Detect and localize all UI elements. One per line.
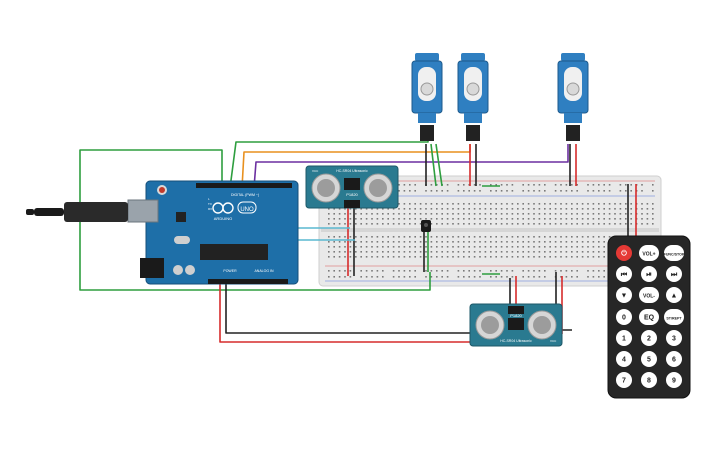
remote-button-16[interactable]: 4 <box>616 351 632 367</box>
remote-button-11[interactable]: EQ <box>639 309 659 325</box>
remote-button-8[interactable]: VOL- <box>639 287 659 303</box>
breadboard[interactable] <box>318 175 662 287</box>
arduino-brand-label: ARDUINO <box>214 216 232 221</box>
remote-button-17[interactable]: 5 <box>641 351 657 367</box>
remote-button-label: 6 <box>672 357 676 364</box>
remote-button-label: 1 <box>622 336 626 343</box>
remote-button-label: ⏯ <box>646 272 652 279</box>
remote-button-label: FUNC/STOP <box>664 253 685 257</box>
arduino-analog-label: ANALOG IN <box>254 269 274 273</box>
remote-button-7[interactable]: ▼ <box>616 287 632 303</box>
ultrasonic-sensor-bottom[interactable]: HC-SR04 Ultrasonic P1820 VCC <box>469 303 563 347</box>
remote-button-label: 3 <box>672 336 676 343</box>
ir-receiver[interactable] <box>421 220 431 232</box>
remote-button-label: EQ <box>644 315 655 322</box>
sensor-top-vcc: VCC <box>312 169 319 173</box>
ir-remote[interactable]: ⏻ VOL+ FUNC/STOP ⏮ ⏯ ⏭ ▼ VOL- ▲ 0 EQ ST/REPT 1 2 3 4 5 6 7… <box>607 235 691 399</box>
arduino-logo <box>212 201 257 214</box>
remote-button-12[interactable]: ST/REPT <box>664 309 684 325</box>
remote-button-label: VOL- <box>643 294 655 300</box>
sensor-bottom-part: P1820 <box>510 313 522 318</box>
arduino-tx-label: TX <box>208 202 212 206</box>
remote-button-label: ⏮ <box>621 272 628 279</box>
remote-button-label: 9 <box>672 378 676 385</box>
remote-button-label: ▼ <box>621 293 628 300</box>
remote-button-6[interactable]: ⏭ <box>666 266 682 282</box>
servo-motor-1[interactable] <box>411 53 443 141</box>
remote-button-15[interactable]: 3 <box>666 330 682 346</box>
arduino-model-label: UNO <box>240 207 254 213</box>
remote-button-3[interactable]: FUNC/STOP <box>664 245 685 261</box>
remote-button-5[interactable]: ⏯ <box>641 266 657 282</box>
remote-button-grid: ⏻ VOL+ FUNC/STOP ⏮ ⏯ ⏭ ▼ VOL- ▲ 0 EQ ST/REPT 1 2 3 4 5 6 7… <box>616 245 685 388</box>
sensor-bottom-vcc: VCC <box>550 339 557 343</box>
remote-button-10[interactable]: 0 <box>616 309 632 325</box>
remote-button-label: ▲ <box>671 293 678 300</box>
ultrasonic-sensor-top[interactable]: HC-SR04 Ultrasonic P1820 VCC <box>305 165 399 209</box>
arduino-rx-label: RX <box>208 207 212 211</box>
sensor-top-part: P1820 <box>346 192 358 197</box>
remote-button-9[interactable]: ▲ <box>666 287 682 303</box>
remote-button-label: 5 <box>647 357 651 364</box>
arduino-l-label: L <box>208 197 210 201</box>
remote-button-20[interactable]: 8 <box>641 372 657 388</box>
remote-button-label: 0 <box>622 315 626 322</box>
wire-black-ground <box>225 284 470 334</box>
remote-button-label: ST/REPT <box>666 317 682 321</box>
arduino-power-label: POWER <box>223 269 237 273</box>
arduino-digital-label: DIGITAL (PWM ~) <box>231 193 259 197</box>
remote-button-4[interactable]: ⏮ <box>616 266 632 282</box>
remote-button-label: ⏻ <box>621 250 627 258</box>
sensor-top-name: HC-SR04 Ultrasonic <box>336 169 368 173</box>
remote-button-14[interactable]: 2 <box>641 330 657 346</box>
remote-button-label: VOL+ <box>642 252 655 258</box>
servo-motor-3[interactable] <box>557 53 589 141</box>
remote-button-19[interactable]: 7 <box>616 372 632 388</box>
remote-button-18[interactable]: 6 <box>666 351 682 367</box>
sensor-bottom-name: HC-SR04 Ultrasonic <box>500 339 532 343</box>
remote-button-label: 8 <box>647 378 651 385</box>
servo-motor-2[interactable] <box>457 53 489 141</box>
remote-button-label: ⏭ <box>671 272 678 279</box>
remote-button-label: 2 <box>647 336 651 343</box>
remote-button-21[interactable]: 9 <box>666 372 682 388</box>
arduino-uno[interactable]: UNO ARDUINO DIGITAL (PWM ~) POWER ANALOG… <box>26 180 299 285</box>
remote-button-2[interactable]: VOL+ <box>639 245 659 261</box>
wire-purple-servo3 <box>253 144 569 189</box>
remote-button-label: 4 <box>622 357 626 364</box>
remote-button-13[interactable]: 1 <box>616 330 632 346</box>
remote-button-label: 7 <box>622 378 626 385</box>
wire-red-5v <box>219 284 470 343</box>
remote-button-1[interactable]: ⏻ <box>616 245 632 261</box>
